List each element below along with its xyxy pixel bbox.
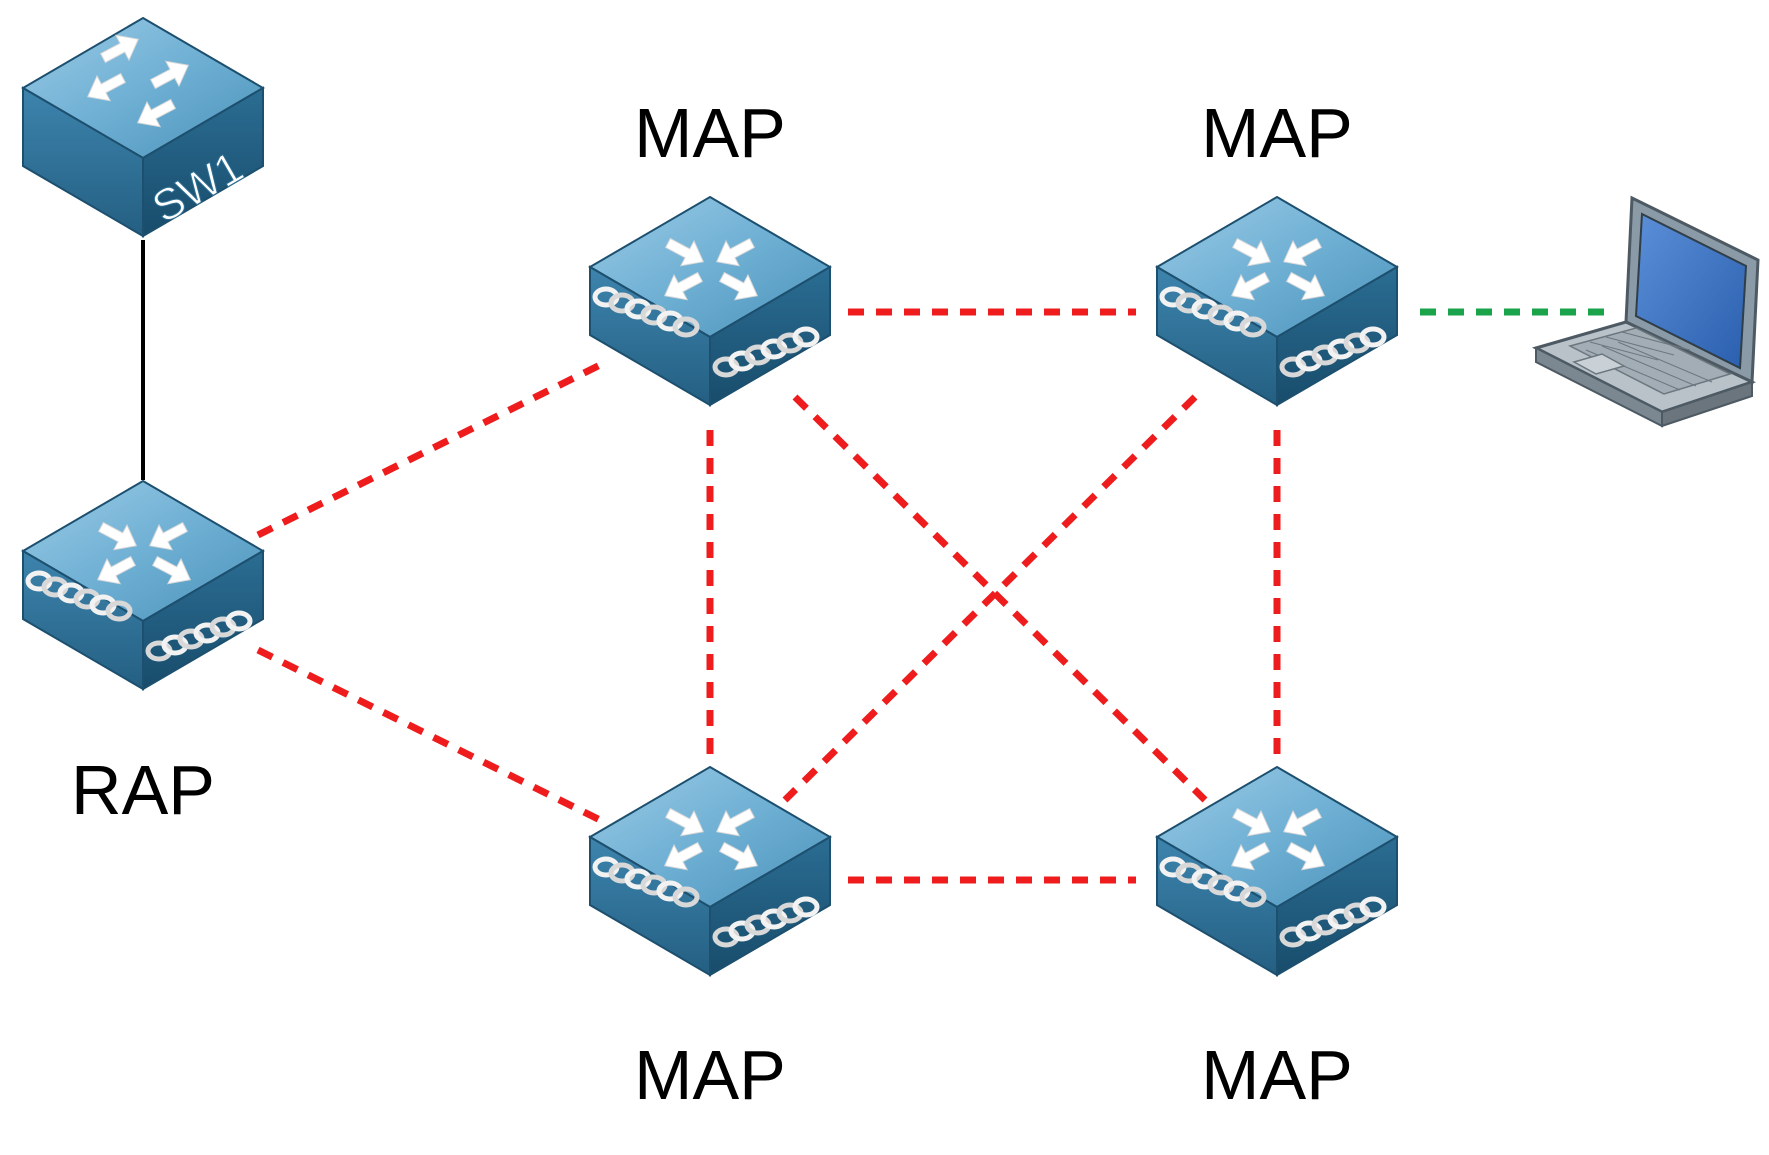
mesh-access-point-icon[interactable] xyxy=(1157,767,1397,975)
link-map-top-left-map-bottom-right xyxy=(792,394,1208,803)
map-bottom-right-label: MAP xyxy=(1201,1036,1353,1114)
laptop-icon[interactable] xyxy=(1531,195,1760,428)
switch-icon[interactable]: SW1 xyxy=(23,18,263,236)
mesh-access-point-icon[interactable] xyxy=(590,767,830,975)
map-top-right-label: MAP xyxy=(1201,94,1353,172)
link-rap-map-top-left xyxy=(256,361,602,539)
mesh-access-point-icon[interactable] xyxy=(23,481,263,689)
map-top-left-label: MAP xyxy=(634,94,786,172)
link-map-top-right-map-bottom-left xyxy=(782,394,1198,803)
rap-label: RAP xyxy=(71,751,215,829)
mesh-access-point-icon[interactable] xyxy=(590,197,830,405)
link-rap-map-bottom-left xyxy=(256,646,602,824)
map-bottom-left-label: MAP xyxy=(634,1036,786,1114)
links xyxy=(141,240,1614,884)
mesh-access-point-icon[interactable] xyxy=(1157,197,1397,405)
